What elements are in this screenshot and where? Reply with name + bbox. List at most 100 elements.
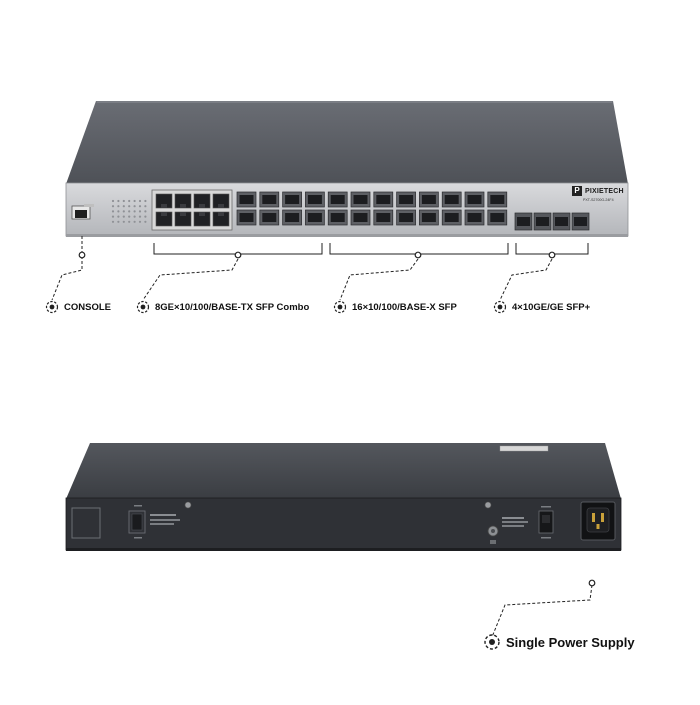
sfp-port — [327, 209, 348, 226]
led-indicator — [138, 205, 142, 208]
sfp-port — [350, 209, 371, 226]
sfp-port — [464, 209, 485, 226]
sfpplus-port — [571, 212, 590, 231]
led-indicator — [122, 220, 125, 223]
callout-console-label: CONSOLE — [64, 301, 111, 313]
led-indicator — [144, 205, 147, 208]
pointer-dot-icon — [333, 300, 347, 314]
sfp-port — [259, 191, 280, 208]
led-indicator — [111, 205, 115, 208]
callout-power: Single Power Supply — [483, 633, 635, 651]
sfp-port — [282, 209, 302, 226]
led-indicator — [144, 215, 147, 218]
led-indicator — [111, 199, 115, 203]
rj45-port — [193, 211, 211, 227]
front-switch-top-cover — [66, 101, 628, 184]
sfp-port — [282, 191, 302, 208]
callout-combo-label: 8GE×10/100/BASE-TX SFP Combo — [155, 301, 310, 313]
led-indicator — [117, 199, 120, 203]
sfpplus-port — [552, 212, 571, 231]
rear-power-info-right — [502, 517, 528, 527]
sfp-port — [305, 209, 325, 226]
sfp-port — [327, 191, 348, 208]
rear-blank-slot-left — [71, 507, 101, 539]
model-number: PXT-S2700G-24F4 — [583, 198, 614, 202]
callout-sfpplus-label: 4×10GE/GE SFP+ — [512, 301, 591, 313]
sfp-port — [464, 191, 485, 208]
brand-mark-icon: P — [572, 186, 582, 196]
rear-screw-left — [184, 501, 192, 509]
sfp-port — [236, 191, 257, 208]
led-indicator — [117, 205, 120, 208]
callout-brackets — [153, 243, 589, 255]
rj45-port — [212, 193, 230, 209]
led-indicator — [117, 220, 120, 223]
callout-anchor-dots — [78, 251, 596, 587]
ac-power-inlet — [580, 501, 616, 541]
rj45-port-block — [151, 189, 233, 231]
console-port — [71, 204, 94, 220]
sfp-port — [419, 209, 439, 226]
callout-leader-lines — [51, 236, 593, 638]
sfp-port — [396, 191, 416, 208]
sfp-port — [441, 191, 462, 208]
led-indicator — [128, 199, 131, 203]
pointer-dot-icon — [136, 300, 150, 314]
rj45-port — [174, 193, 192, 209]
sfpplus-port — [514, 212, 533, 231]
sfp-port — [419, 191, 439, 208]
sfp-port — [441, 209, 462, 226]
led-indicator — [122, 199, 125, 203]
rear-label-sticker — [499, 445, 549, 452]
sfp-port — [373, 209, 394, 226]
led-indicator — [133, 199, 136, 203]
led-indicator — [144, 220, 147, 223]
sfp-port-block — [236, 191, 508, 226]
sfp-port — [305, 191, 325, 208]
ground-terminal — [487, 525, 499, 544]
led-indicator — [144, 199, 147, 203]
sfpplus-port — [533, 212, 552, 231]
led-indicator — [133, 205, 136, 208]
power-switch — [538, 506, 554, 539]
rear-switch — [65, 443, 622, 551]
led-indicator — [117, 215, 120, 218]
led-indicator — [122, 215, 125, 218]
sfpplus-port-block — [514, 212, 590, 231]
led-indicator — [122, 205, 125, 208]
callout-console: CONSOLE — [45, 300, 111, 314]
pointer-dot-icon — [45, 300, 59, 314]
sfp-port — [396, 209, 416, 226]
led-indicator — [144, 210, 147, 213]
callout-sfpplus: 4×10GE/GE SFP+ — [493, 300, 590, 314]
callout-power-label: Single Power Supply — [506, 634, 635, 650]
led-indicator — [128, 215, 131, 218]
sfp-port — [487, 209, 508, 226]
led-indicator — [138, 210, 142, 213]
led-indicator — [117, 210, 120, 213]
led-indicator — [128, 205, 131, 208]
led-indicator — [111, 210, 115, 213]
callout-sfp: 16×10/100/BASE-X SFP — [333, 300, 457, 314]
sfp-port — [350, 191, 371, 208]
rear-switch-top-cover — [66, 443, 621, 499]
led-indicator — [111, 215, 115, 218]
led-indicator — [133, 220, 136, 223]
brand-name: PIXIETECH — [585, 187, 624, 195]
rj45-port — [193, 193, 211, 209]
sfp-port — [487, 191, 508, 208]
sfp-port — [236, 209, 257, 226]
led-indicator — [138, 199, 142, 203]
led-indicator — [111, 220, 115, 223]
rear-panel — [65, 497, 622, 551]
led-indicator-grid — [111, 199, 147, 223]
led-indicator — [133, 210, 136, 213]
front-switch — [65, 101, 629, 237]
sfp-port — [259, 209, 280, 226]
led-indicator — [138, 215, 142, 218]
led-indicator — [128, 220, 131, 223]
pointer-dot-icon — [484, 634, 500, 650]
led-indicator — [122, 210, 125, 213]
rj45-port — [174, 211, 192, 227]
